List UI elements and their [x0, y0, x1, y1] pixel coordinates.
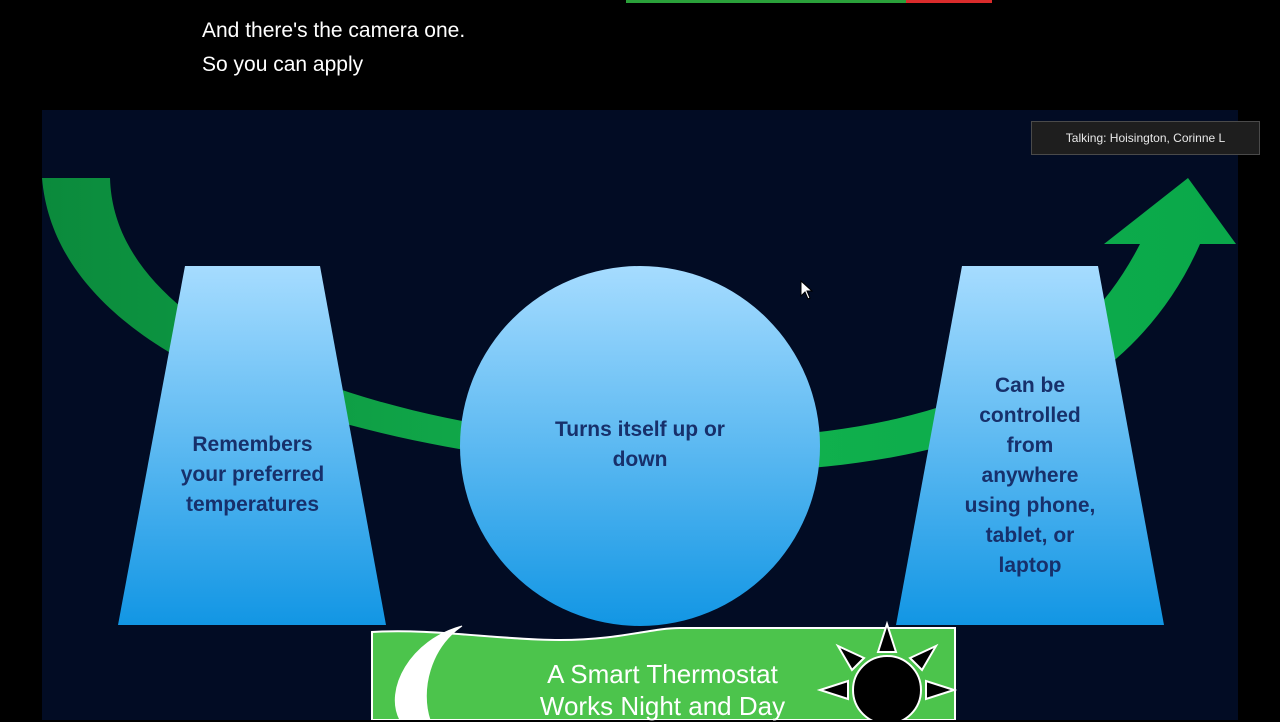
left-trapezoid-shape: [118, 266, 386, 625]
right-shape-line: tablet, or: [985, 524, 1075, 547]
right-shape-line: laptop: [998, 554, 1062, 577]
left-shape-line: your preferred: [180, 463, 325, 486]
live-captions: And there's the camera one. So you can a…: [202, 14, 465, 82]
talking-indicator: Talking: Hoisington, Corinne L: [1031, 121, 1260, 155]
left-shape-line: temperatures: [185, 493, 320, 516]
right-shape-line: using phone,: [964, 494, 1096, 517]
center-circle-shape: [460, 266, 820, 626]
right-shape-line: controlled: [979, 404, 1081, 427]
center-shape-text: Turns itself up or down: [520, 415, 760, 475]
right-shape-text: Can be controlled from anywhere using ph…: [940, 370, 1120, 582]
banner-line-2: Works Night and Day: [539, 691, 786, 721]
right-shape-line: Can be: [994, 374, 1065, 397]
left-shape-line: Remembers: [192, 433, 313, 456]
banner-line-1: A Smart Thermostat: [547, 659, 778, 689]
mouse-pointer-icon: [800, 280, 814, 300]
center-shape-line: down: [612, 448, 668, 471]
caption-line-1: And there's the camera one.: [202, 19, 466, 42]
center-shape-line: Turns itself up or: [555, 418, 725, 441]
progress-bar-red: [906, 0, 992, 3]
sun-icon: [816, 620, 958, 720]
right-shape-line: from: [1006, 434, 1054, 457]
right-trapezoid-shape: [896, 266, 1164, 625]
left-shape-text: Remembers your preferred temperatures: [150, 430, 355, 520]
caption-line-2: So you can apply: [202, 53, 364, 76]
right-shape-line: anywhere: [981, 464, 1079, 487]
bottom-banner: [371, 627, 956, 720]
banner-title: A Smart Thermostat Works Night and Day: [500, 658, 825, 722]
progress-bar-green: [626, 0, 906, 3]
